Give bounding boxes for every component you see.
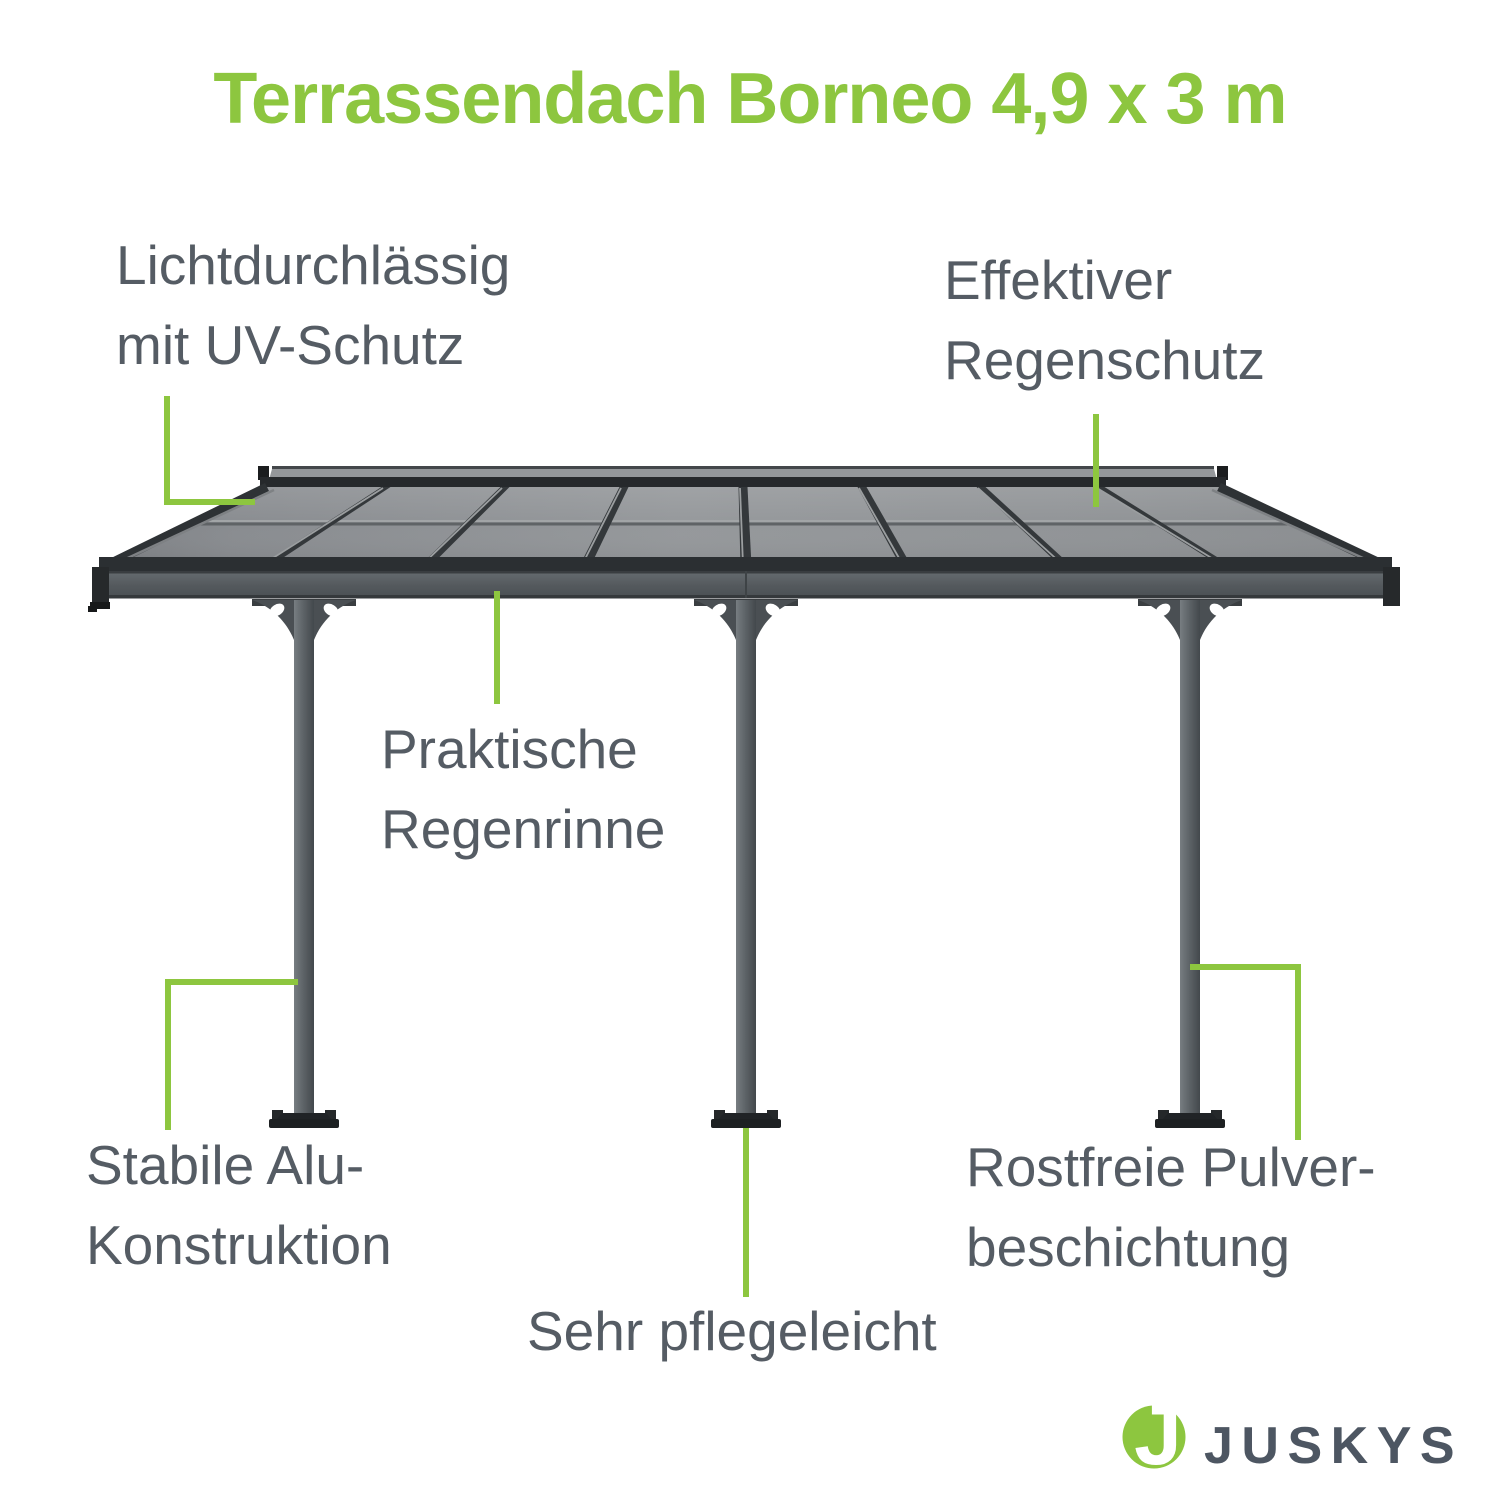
connector-uv <box>164 396 255 505</box>
gutter-outlet <box>90 602 110 609</box>
juskys-wordmark: JUSKYS <box>1204 1417 1464 1475</box>
fascia-endcap-left <box>92 567 109 606</box>
roof-rafter-highlights <box>261 487 1224 566</box>
page-title: Terrassendach Borneo 4,9 x 3 m <box>213 59 1287 139</box>
connector-alu <box>165 979 298 1130</box>
callout-pulverbeschichtung: Rostfreie Pulver- beschichtung <box>966 1136 1376 1278</box>
connector-pulver <box>1190 964 1301 1140</box>
callout-connectors <box>164 396 1301 1297</box>
callout-regenschutz: Effektiver Regenschutz <box>944 249 1266 391</box>
juskys-logo-icon: J <box>1122 1405 1186 1469</box>
base-plate <box>711 1110 781 1128</box>
post-right <box>1138 599 1242 1128</box>
base-plate <box>269 1110 339 1128</box>
callout-pflegeleicht: Sehr pflegeleicht <box>527 1300 937 1362</box>
callout-regenrinne: Praktische Regenrinne <box>381 718 666 860</box>
fascia-seam <box>745 571 747 598</box>
callout-alu-konstruktion: Stabile Alu- Konstruktion <box>86 1134 392 1276</box>
base-plate <box>1155 1110 1225 1128</box>
post-center <box>694 599 798 1128</box>
callout-uv-schutz: Lichtdurchlässig mit UV-Schutz <box>116 234 511 376</box>
roof-panels <box>103 482 1388 571</box>
logo-monogram: J <box>1134 1405 1182 1469</box>
fascia-endcap-right <box>1383 567 1400 606</box>
roof-back-edge <box>258 466 1228 488</box>
gutter-fascia <box>88 557 1400 612</box>
post-left <box>252 599 356 1128</box>
